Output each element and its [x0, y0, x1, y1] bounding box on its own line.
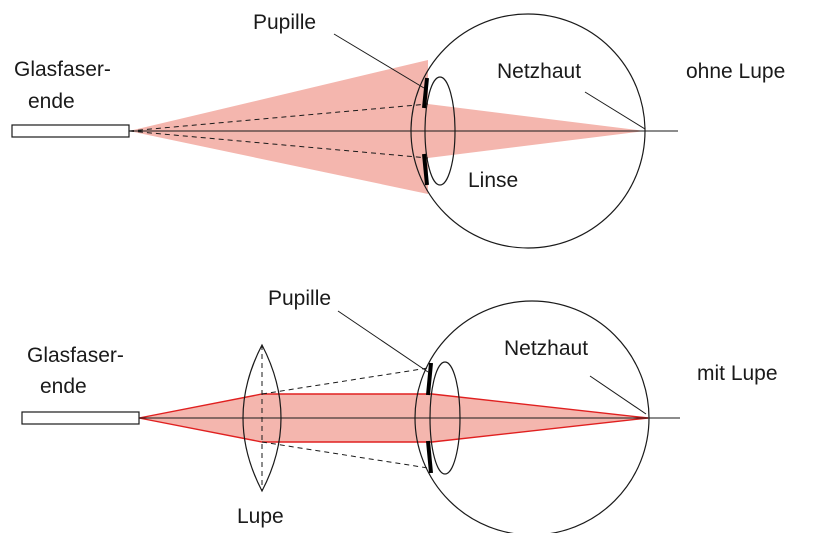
bottom-retina-leader [589, 375, 647, 415]
top-fiber-end [11, 124, 130, 138]
bottom-fiber-label-line2: ende [40, 375, 87, 398]
bottom-dashed-ray-lower [261, 441, 429, 469]
bottom-dashed-ray-upper [261, 367, 429, 395]
top-diagram: Glasfaser- ende Pupille Netzhaut Linse o… [11, 11, 785, 249]
bottom-iris-lower [426, 440, 433, 474]
top-pupil-leader [333, 33, 425, 89]
bottom-retina-label: Netzhaut [504, 337, 588, 360]
bottom-fiber-end [21, 411, 140, 425]
bottom-beam-edge-upper [138, 393, 649, 419]
bottom-diagram: Glasfaser- ende Pupille Netzhaut Lupe mi… [21, 287, 778, 533]
top-condition-label: ohne Lupe [686, 60, 785, 83]
top-eye-lens [424, 76, 456, 186]
top-retina-leader [584, 91, 646, 130]
top-iris-upper [422, 77, 429, 109]
top-lens-label: Linse [468, 169, 518, 192]
top-light-cone [129, 60, 428, 194]
bottom-iris-upper [426, 362, 433, 396]
top-iris-lower [422, 153, 429, 186]
bottom-eye-lens [429, 361, 461, 475]
magnifier-label: Lupe [237, 505, 284, 528]
bottom-pupil-label: Pupille [268, 287, 331, 310]
bottom-condition-label: mit Lupe [697, 362, 778, 385]
bottom-pupil-leader [337, 310, 429, 373]
bottom-beam-edge-lower [138, 417, 649, 443]
top-fiber-label-line2: ende [28, 90, 75, 113]
top-retina-label: Netzhaut [497, 60, 581, 83]
top-fiber-label-line1: Glasfaser- [14, 58, 111, 81]
top-pupil-label: Pupille [253, 11, 316, 34]
bottom-fiber-label-line1: Glasfaser- [27, 344, 124, 367]
